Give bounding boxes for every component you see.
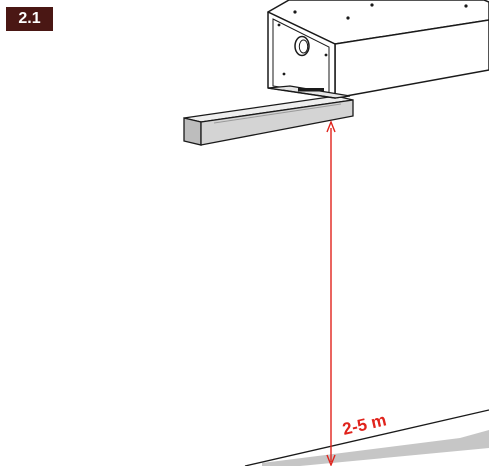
ground-shadow xyxy=(262,430,489,466)
screw-icon xyxy=(346,16,350,20)
birdhouse xyxy=(267,0,489,99)
screw-icon xyxy=(324,53,328,57)
mounting-beam xyxy=(183,95,354,146)
screw-icon xyxy=(277,23,281,27)
screw-icon xyxy=(464,4,468,8)
screw-icon xyxy=(282,72,286,76)
height-measurement: 2-5 m xyxy=(326,120,388,467)
screw-icon xyxy=(293,10,297,14)
arrow-down-icon xyxy=(326,454,336,467)
screw-icon xyxy=(370,3,374,7)
arrow-up-icon xyxy=(326,120,336,133)
step-number-badge: 2.1 xyxy=(6,7,53,31)
ground-line xyxy=(244,409,489,467)
